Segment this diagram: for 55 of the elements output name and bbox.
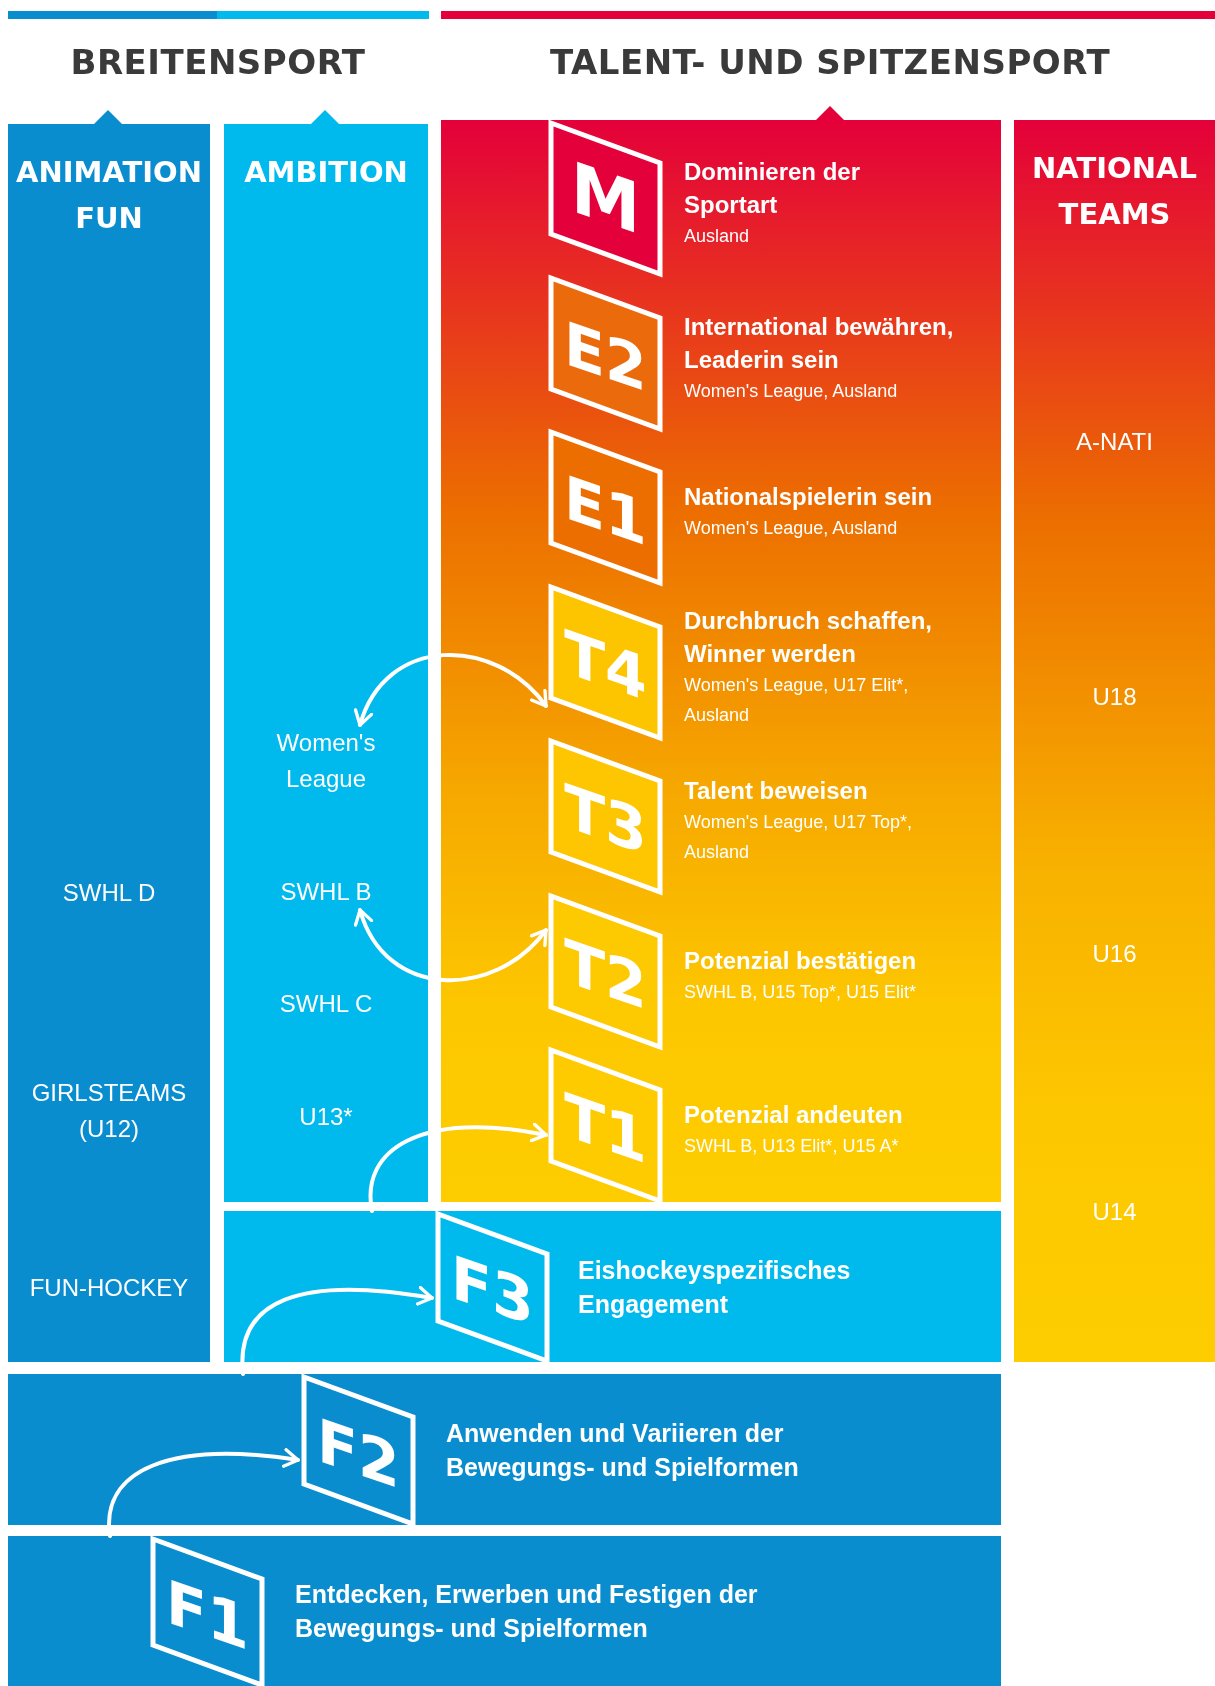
level-label: U14	[1091, 1197, 1138, 1227]
stage-detail: Women's League, U17 Top*, Ausland	[684, 811, 913, 864]
level-label: SWHL C	[278, 989, 374, 1019]
stage-code: T1	[564, 1079, 647, 1179]
level-label: SWHL B	[279, 877, 373, 907]
section-heading: TALENT- UND SPITZENSPORT	[549, 42, 1111, 82]
stage-detail: Women's League, U17 Elit*, Ausland	[684, 673, 910, 727]
stage-title: Nationalspielerin sein	[684, 482, 934, 512]
level-label: Women's League	[275, 728, 377, 794]
stage-band	[8, 1536, 1001, 1686]
level-label: FUN-HOCKEY	[28, 1273, 190, 1303]
level-label: SWHL D	[61, 878, 157, 908]
level-label: U13*	[298, 1102, 354, 1132]
stage-code: T2	[564, 925, 647, 1025]
stage-detail: SWHL B, U13 Elit*, U15 A*	[684, 1135, 900, 1158]
column-heading: NATIONAL TEAMS	[1031, 150, 1198, 233]
level-label: U16	[1091, 939, 1138, 969]
stage-code: E2	[564, 307, 647, 407]
stage-title: Dominieren der Sportart	[684, 156, 862, 220]
level-label: A-NATI	[1075, 427, 1154, 457]
stage-code: E1	[564, 461, 647, 561]
stage-code: T4	[564, 616, 647, 716]
column-panel	[1014, 120, 1215, 1362]
curved-arrow	[368, 1122, 548, 1213]
curved-arrow	[355, 908, 548, 982]
stage-detail: Women's League, Ausland	[684, 517, 899, 540]
stage-detail: Ausland	[684, 224, 751, 248]
stage-code: F1	[166, 1566, 249, 1665]
stage-title: Entdecken, Erwerben und Festigen der Bewegungs- und Spielformen	[295, 1579, 759, 1644]
section-heading: BREITENSPORT	[70, 42, 366, 82]
level-label: U18	[1091, 682, 1138, 712]
level-label: GIRLSTEAMS (U12)	[30, 1078, 188, 1144]
stage-detail: Women's League, Ausland	[684, 379, 899, 403]
curved-arrow	[240, 1286, 434, 1376]
stage-code: T3	[564, 770, 647, 870]
column-panel	[8, 124, 210, 1362]
stage-band	[8, 1374, 1001, 1525]
stage-title: Durchbruch schaffen, Winner werden	[684, 605, 934, 669]
column-panel	[441, 120, 1001, 1202]
column-panel	[224, 124, 428, 1202]
stage-title: Eishockeyspezifisches Engagement	[578, 1254, 852, 1320]
stage-code: M	[570, 145, 641, 251]
stage-title: Potenzial andeuten	[684, 1100, 904, 1130]
curved-arrow	[355, 653, 548, 727]
stage-title: Talent beweisen	[684, 776, 869, 806]
stage-detail: SWHL B, U15 Top*, U15 Elit*	[684, 981, 918, 1004]
stage-code: F3	[451, 1241, 534, 1341]
stage-title: Potenzial bestätigen	[684, 946, 918, 976]
stage-code: F2	[317, 1404, 400, 1504]
column-heading: ANIMATION FUN	[14, 154, 204, 237]
curved-arrow	[107, 1448, 300, 1538]
stage-title: International bewähren, Leaderin sein	[684, 311, 955, 375]
stage-title: Anwenden und Variieren der Bewegungs- und Spielformen	[446, 1417, 800, 1483]
column-heading: AMBITION	[243, 154, 409, 191]
stage-band	[224, 1211, 1001, 1362]
